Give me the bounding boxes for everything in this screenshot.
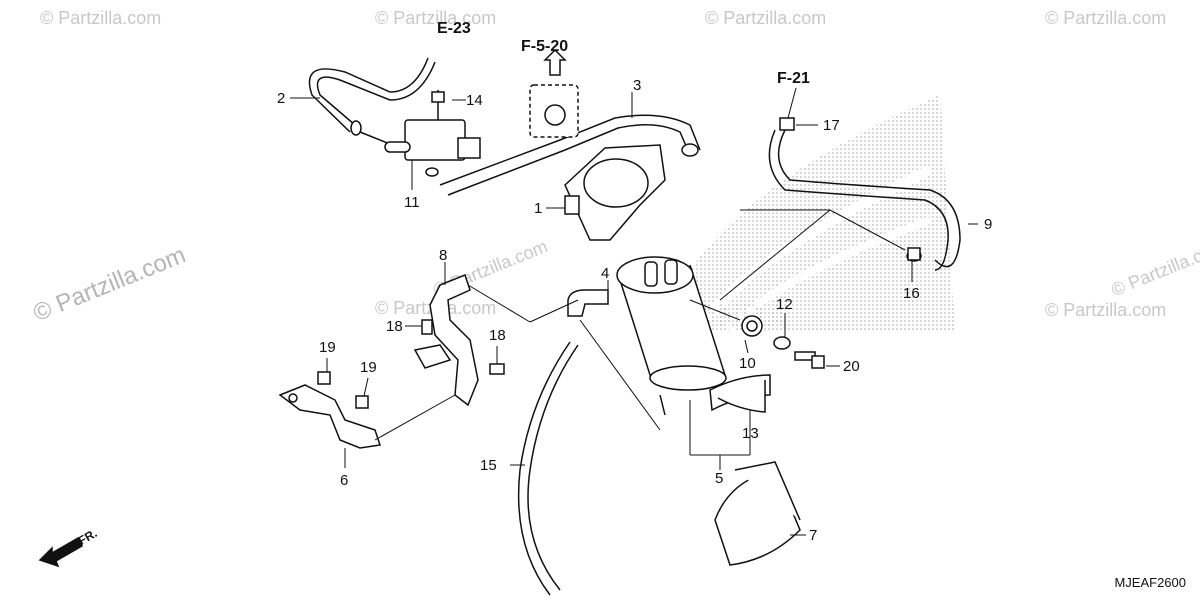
bracket-1: [564, 144, 666, 241]
bracket-6: [278, 384, 381, 449]
bolt-20: [794, 351, 825, 369]
callout-20[interactable]: 20: [843, 358, 860, 375]
callout-6[interactable]: 6: [340, 472, 349, 489]
grommet-10: [741, 315, 763, 337]
bracket-8: [413, 274, 479, 407]
solenoid-valve-11: [384, 90, 481, 177]
bolt-19: [317, 371, 331, 385]
bolt-18: [489, 363, 505, 375]
washer-12: [773, 336, 791, 350]
canister-5: [616, 256, 727, 416]
callout-10[interactable]: 10: [739, 355, 756, 372]
callout-1[interactable]: 1: [534, 200, 543, 217]
callout-7[interactable]: 7: [809, 527, 818, 544]
callout-14[interactable]: 14: [466, 92, 483, 109]
callout-12[interactable]: 12: [776, 296, 793, 313]
watermark: © Partzilla.com: [40, 8, 162, 28]
watermark: © Partzilla.com: [705, 8, 827, 28]
callout-9[interactable]: 9: [984, 216, 993, 233]
reference-f520[interactable]: F-5-20: [521, 38, 569, 55]
clamp-ref: [529, 48, 579, 138]
front-arrow: [38, 536, 83, 568]
watermark: © Partzilla.com: [375, 8, 497, 28]
callout-2[interactable]: 2: [277, 90, 286, 107]
callout-16[interactable]: 16: [903, 285, 920, 302]
callout-17[interactable]: 17: [823, 117, 840, 134]
callout-19[interactable]: 19: [319, 339, 336, 356]
watermark: © Partzilla.com: [1045, 8, 1167, 28]
reference-f21[interactable]: F-21: [777, 70, 810, 87]
hose-3: [439, 114, 701, 196]
bolt-18: [421, 319, 433, 335]
callout-11[interactable]: 11: [404, 194, 420, 211]
joint-4: [567, 289, 609, 317]
callout-15[interactable]: 15: [480, 457, 497, 474]
callout-19[interactable]: 19: [360, 359, 377, 376]
callout-8[interactable]: 8: [439, 247, 448, 264]
bolt-19: [355, 395, 369, 409]
callout-18[interactable]: 18: [386, 318, 403, 335]
band-13: [709, 374, 771, 413]
watermark: © Partzilla.com: [1045, 300, 1167, 320]
hose-15: [517, 341, 579, 596]
callout-4[interactable]: 4: [601, 265, 610, 282]
callout-3[interactable]: 3: [633, 77, 642, 94]
callout-18[interactable]: 18: [489, 327, 506, 344]
callout-13[interactable]: 13: [742, 425, 759, 442]
diagram-code: MJEAF2600: [1114, 575, 1186, 590]
clip-16: [907, 247, 921, 261]
hose-2: [308, 57, 436, 149]
cover-7: [714, 461, 801, 566]
callout-5[interactable]: 5: [715, 470, 724, 487]
leader-lines: [290, 87, 978, 536]
reference-e23[interactable]: E-23: [437, 20, 471, 37]
